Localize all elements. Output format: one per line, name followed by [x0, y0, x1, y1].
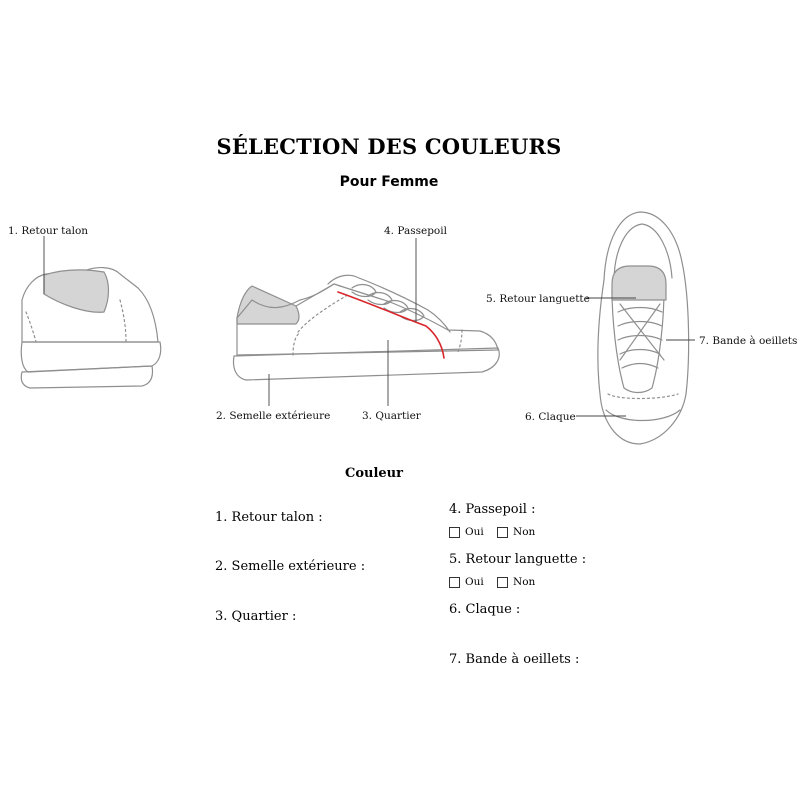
callout-bande-oeillets: 7. Bande à oeillets [699, 335, 797, 347]
field-bande-oeillets: 7. Bande à oeillets : [449, 652, 580, 667]
callout-quartier: 3. Quartier [362, 410, 422, 422]
passepoil-non-label: Non [513, 526, 536, 538]
page-subtitle: Pour Femme [339, 174, 439, 190]
languette-oui-checkbox[interactable] [449, 576, 460, 588]
passepoil-oui-label: Oui [465, 526, 484, 538]
field-semelle: 2. Semelle extérieure : [215, 559, 366, 574]
passepoil-line [337, 291, 445, 359]
callout-passepoil: 4. Passepoil [384, 225, 448, 237]
passepoil-option-oui[interactable]: Oui [449, 526, 484, 538]
passepoil-non-checkbox[interactable] [497, 526, 508, 538]
shoe-top-view [597, 211, 690, 445]
callout-retour-languette: 5. Retour languette [486, 293, 590, 305]
languette-option-oui[interactable]: Oui [449, 576, 484, 588]
callout-retour-talon: 1. Retour talon [8, 225, 88, 237]
field-passepoil: 4. Passepoil : [449, 502, 536, 517]
shoe-rear-view [20, 267, 162, 389]
field-quartier: 3. Quartier : [215, 609, 297, 624]
languette-non-label: Non [513, 576, 536, 588]
passepoil-oui-checkbox[interactable] [449, 526, 460, 538]
languette-oui-label: Oui [465, 576, 484, 588]
passepoil-option-non[interactable]: Non [497, 526, 535, 538]
languette-option-non[interactable]: Non [497, 576, 535, 588]
shoe-side-view [232, 274, 500, 381]
field-claque: 6. Claque : [449, 602, 521, 617]
field-retour-languette: 5. Retour languette : [449, 552, 587, 567]
languette-non-checkbox[interactable] [497, 576, 508, 588]
color-section-heading: Couleur [345, 466, 403, 481]
callout-claque: 6. Claque [525, 411, 576, 423]
field-retour-talon: 1. Retour talon : [215, 510, 323, 525]
callout-semelle: 2. Semelle extérieure [216, 410, 330, 422]
page-title: SÉLECTION DES COULEURS [216, 134, 562, 159]
